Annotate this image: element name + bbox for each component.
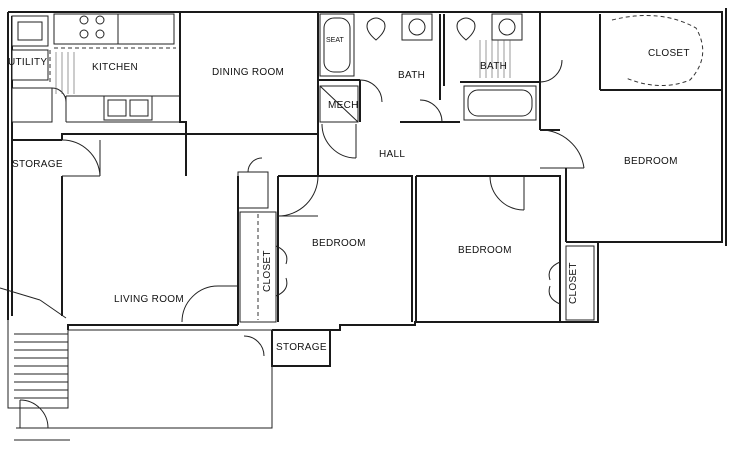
label-closet-right: CLOSET <box>568 262 579 304</box>
toilet-2 <box>456 17 476 41</box>
label-hall: HALL <box>379 149 405 160</box>
label-utility: UTILITY <box>8 57 47 68</box>
bedrooms-area <box>181 130 595 357</box>
label-bedroom-middle: BEDROOM <box>312 238 366 249</box>
label-closet-master: CLOSET <box>648 48 690 59</box>
stairs <box>0 287 68 429</box>
kitchen-counter-top <box>53 13 175 45</box>
label-dining-room: DINING ROOM <box>212 67 284 78</box>
label-storage-left: STORAGE <box>12 159 63 170</box>
right-closet <box>565 245 595 321</box>
utility-closet <box>11 49 49 81</box>
label-mech: MECH <box>328 100 359 111</box>
label-living-room: LIVING ROOM <box>114 294 184 305</box>
bath-area <box>318 13 563 159</box>
bathtub-2 <box>463 85 537 121</box>
room-labels: UTILITY KITCHEN DINING ROOM SEAT BATH BA… <box>8 37 690 353</box>
master-bedroom-area <box>539 14 722 243</box>
label-closet-middle: CLOSET <box>262 250 273 292</box>
label-seat: SEAT <box>326 37 344 44</box>
label-bedroom-master: BEDROOM <box>624 156 678 167</box>
bathtub-1 <box>319 13 355 77</box>
label-storage-bottom: STORAGE <box>276 342 327 353</box>
label-bath-1: BATH <box>398 70 425 81</box>
label-bedroom-right: BEDROOM <box>458 245 512 256</box>
bath-2-sink <box>491 13 523 41</box>
label-bath-2: BATH <box>480 61 507 72</box>
kitchen-area <box>11 13 180 123</box>
label-kitchen: KITCHEN <box>92 62 138 73</box>
linen-closet <box>237 171 269 209</box>
toilet-1 <box>366 17 386 41</box>
refrigerator <box>11 87 53 123</box>
bath-1-sink <box>401 13 433 41</box>
storage-left-area <box>12 139 101 316</box>
